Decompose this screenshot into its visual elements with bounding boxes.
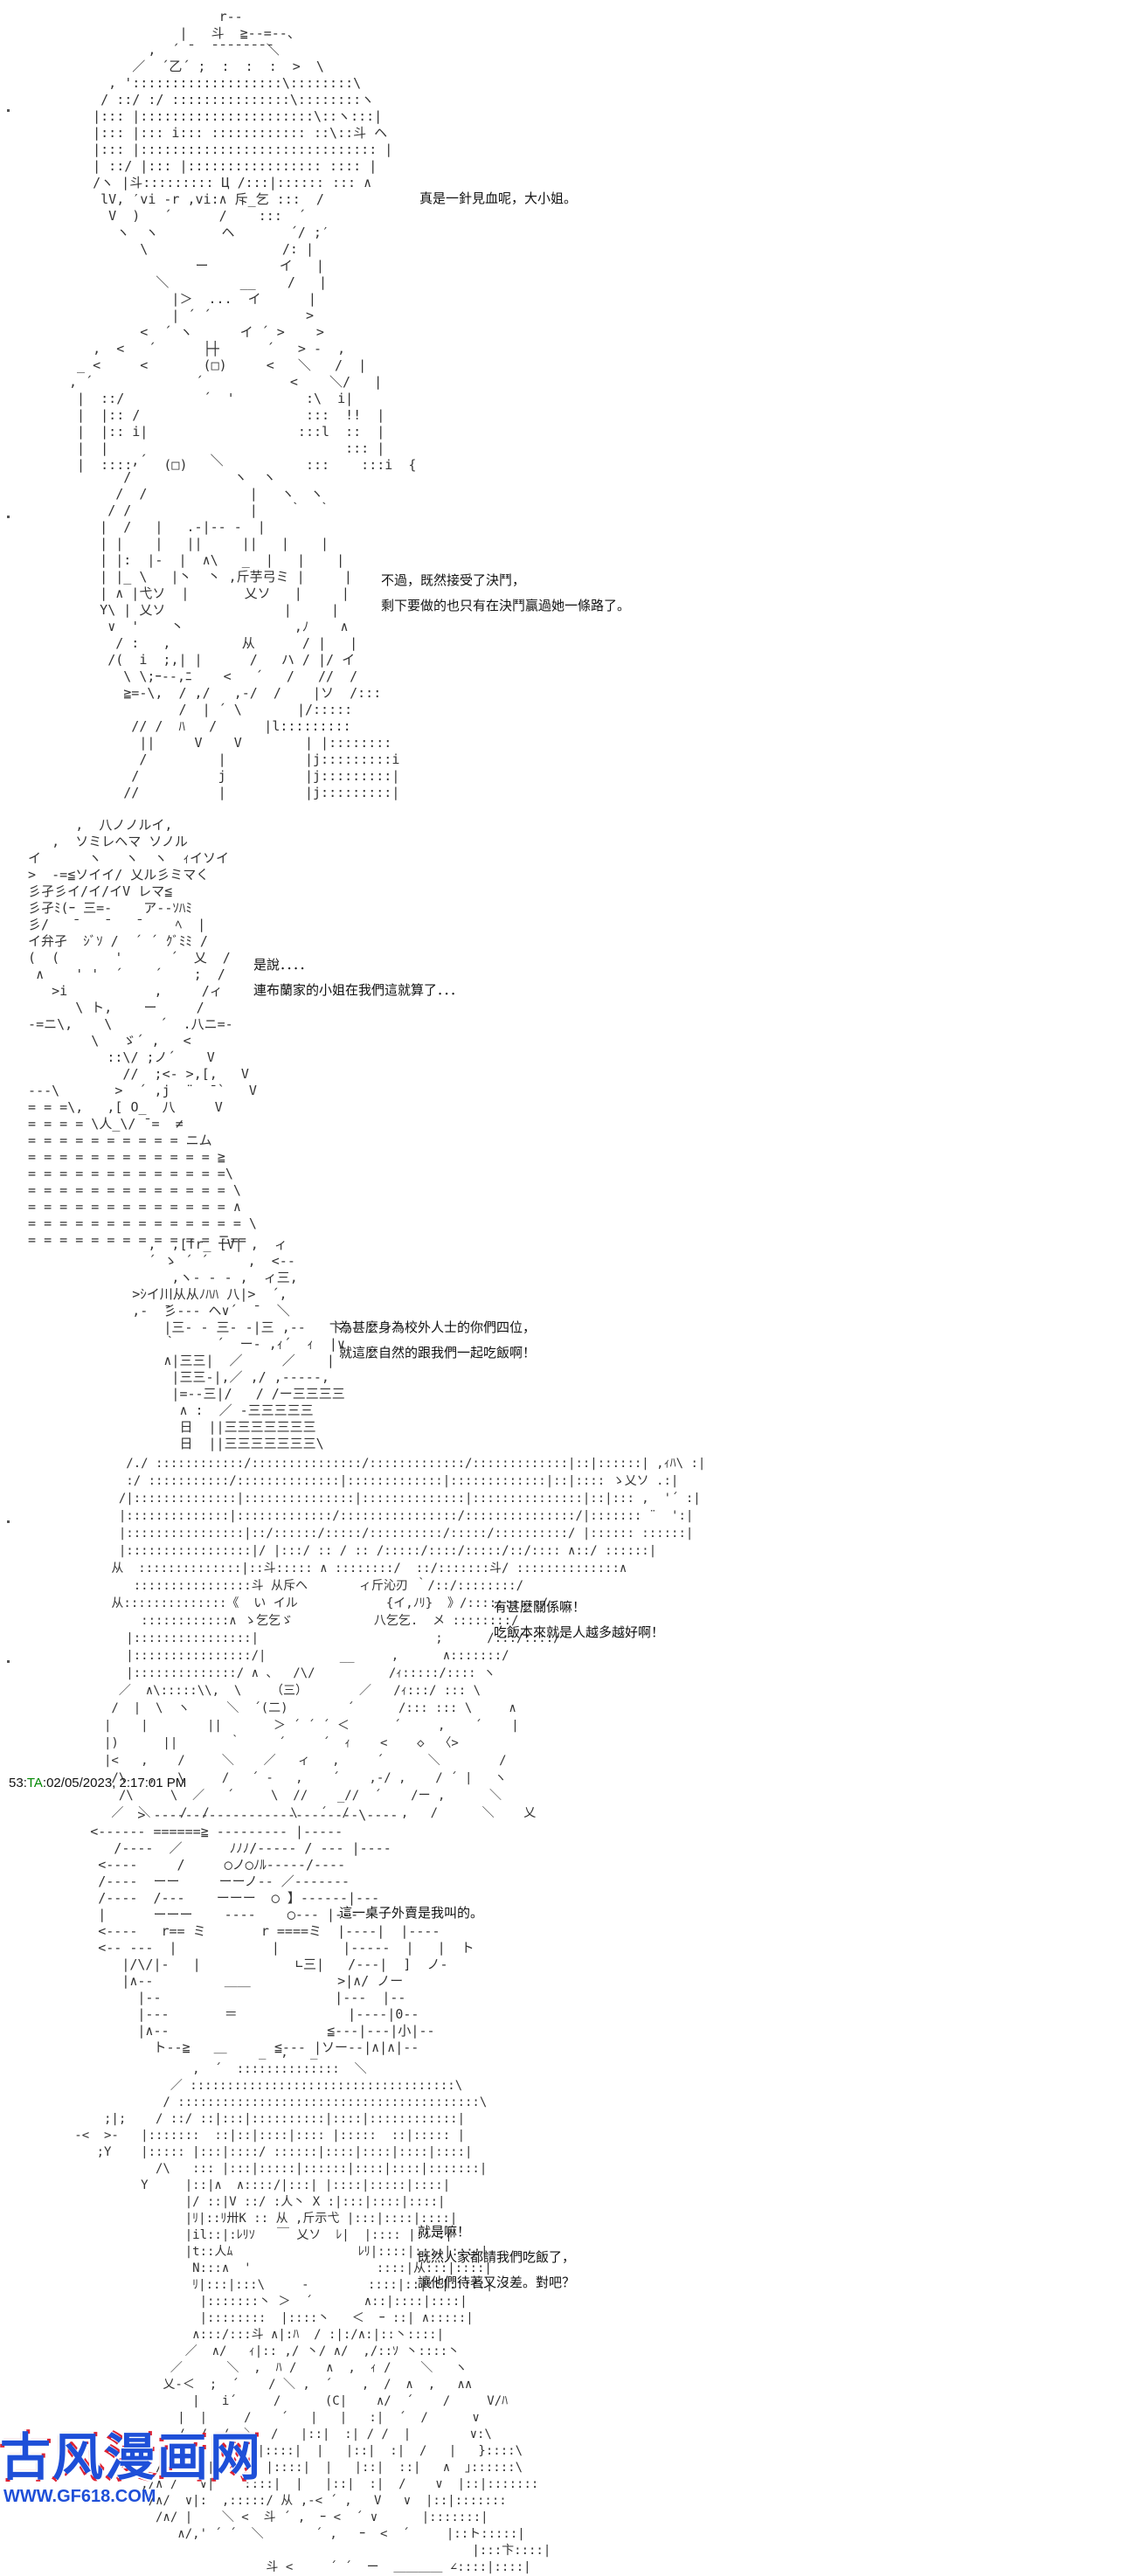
dialog-panel-5: 有甚麼關係嘛！ 吃飯本來就是人越多越好啊！ xyxy=(494,1595,664,1645)
dialog-panel-1: 真是一針見血呢，大小姐。 xyxy=(419,186,577,211)
dialog-line: 就是嘛！ xyxy=(418,2224,471,2240)
post-author: TA xyxy=(26,1776,43,1790)
post-header: 53:TA:02/05/2023, 2:17:01 PM xyxy=(9,1776,186,1790)
dialog-line: 連布蘭家的小姐在我們這就算了．．． xyxy=(253,982,464,998)
ascii-art-figure-3: , 八ノノルイ, , ソミレヘマ ソノル イ ヽ ヽ ヽ ｨイソイ > -=≦ソ… xyxy=(28,817,257,1248)
dialog-line: 真是一針見血呢，大小姐。 xyxy=(419,190,578,206)
margin-dot xyxy=(7,109,10,112)
dialog-panel-7: 就是嘛！ 既然人家都請我們吃飯了， 讓他們待著又沒差。對吧？ xyxy=(418,2219,575,2296)
margin-dot xyxy=(7,1520,10,1523)
dialog-line: 為甚麼身為校外人士的你們四位， xyxy=(339,1319,537,1335)
post-number: 53 xyxy=(9,1776,24,1790)
ascii-art-figure-6: > --------------------------\---- <-----… xyxy=(90,1807,474,2055)
ascii-art-figure-2: ,´ ＼ / ヽ ヽ / / | ヽ ヽ / / | ｀ ｀ | / | .-|… xyxy=(100,453,400,800)
ascii-art-figure-1: r-- | 斗 ≧--=--、 , ´ ̄ ̄ ̄ ̄ ̄ ̄ ̄ ̄ ̄＼ ／… xyxy=(69,9,417,473)
dialog-panel-2: 不過，既然接受了決鬥， 剩下要做的也只有在決鬥贏過她一條路了。 xyxy=(381,568,630,619)
dialog-line: 這一桌子外賣是我叫的。 xyxy=(339,1905,484,1921)
watermark: 古风漫画网 WWW.GF618.COM xyxy=(0,2429,262,2506)
dialog-line: 有甚麼關係嘛！ xyxy=(494,1599,586,1615)
dialog-line: 剩下要做的也只有在決鬥贏過她一條路了。 xyxy=(381,598,631,613)
dialog-line: 不過，既然接受了決鬥， xyxy=(381,572,526,588)
margin-dot xyxy=(7,516,10,518)
ascii-art-figure-5: /./ ::::::::::::/:::::::::::::::/:::::::… xyxy=(104,1457,706,1820)
ascii-art-figure-7: _ , _ , ´ :::::::::::::: ＼ ／ :::::::::::… xyxy=(74,2046,551,2574)
dialog-panel-6: 這一桌子外賣是我叫的。 xyxy=(339,1901,483,1926)
dialog-line: 就這麼自然的跟我們一起吃飯啊！ xyxy=(339,1345,537,1361)
watermark-url: WWW.GF618.COM xyxy=(3,2487,156,2506)
dialog-line: 吃飯本來就是人越多越好啊！ xyxy=(494,1624,665,1640)
post-separator: : xyxy=(23,1776,27,1790)
dialog-panel-4: 為甚麼身為校外人士的你們四位， 就這麼自然的跟我們一起吃飯啊！ xyxy=(339,1315,536,1366)
dialog-line: 讓他們待著又沒差。對吧？ xyxy=(418,2275,576,2290)
dialog-line: 是說．．．． xyxy=(253,957,313,973)
margin-dot xyxy=(7,1660,10,1663)
post-timestamp: :02/05/2023, 2:17:01 PM xyxy=(42,1776,187,1790)
dialog-panel-3: 是說．．．． 連布蘭家的小姐在我們這就算了．．． xyxy=(253,952,463,1003)
ascii-art-figure-4: , ,[fr_ [V| , ィ ´ ゝ ´ ´ , <-- ,ヽ- - - , … xyxy=(132,1236,350,1451)
dialog-line: 既然人家都請我們吃飯了， xyxy=(418,2249,576,2265)
watermark-logo: 古风漫画网 xyxy=(0,2429,263,2486)
